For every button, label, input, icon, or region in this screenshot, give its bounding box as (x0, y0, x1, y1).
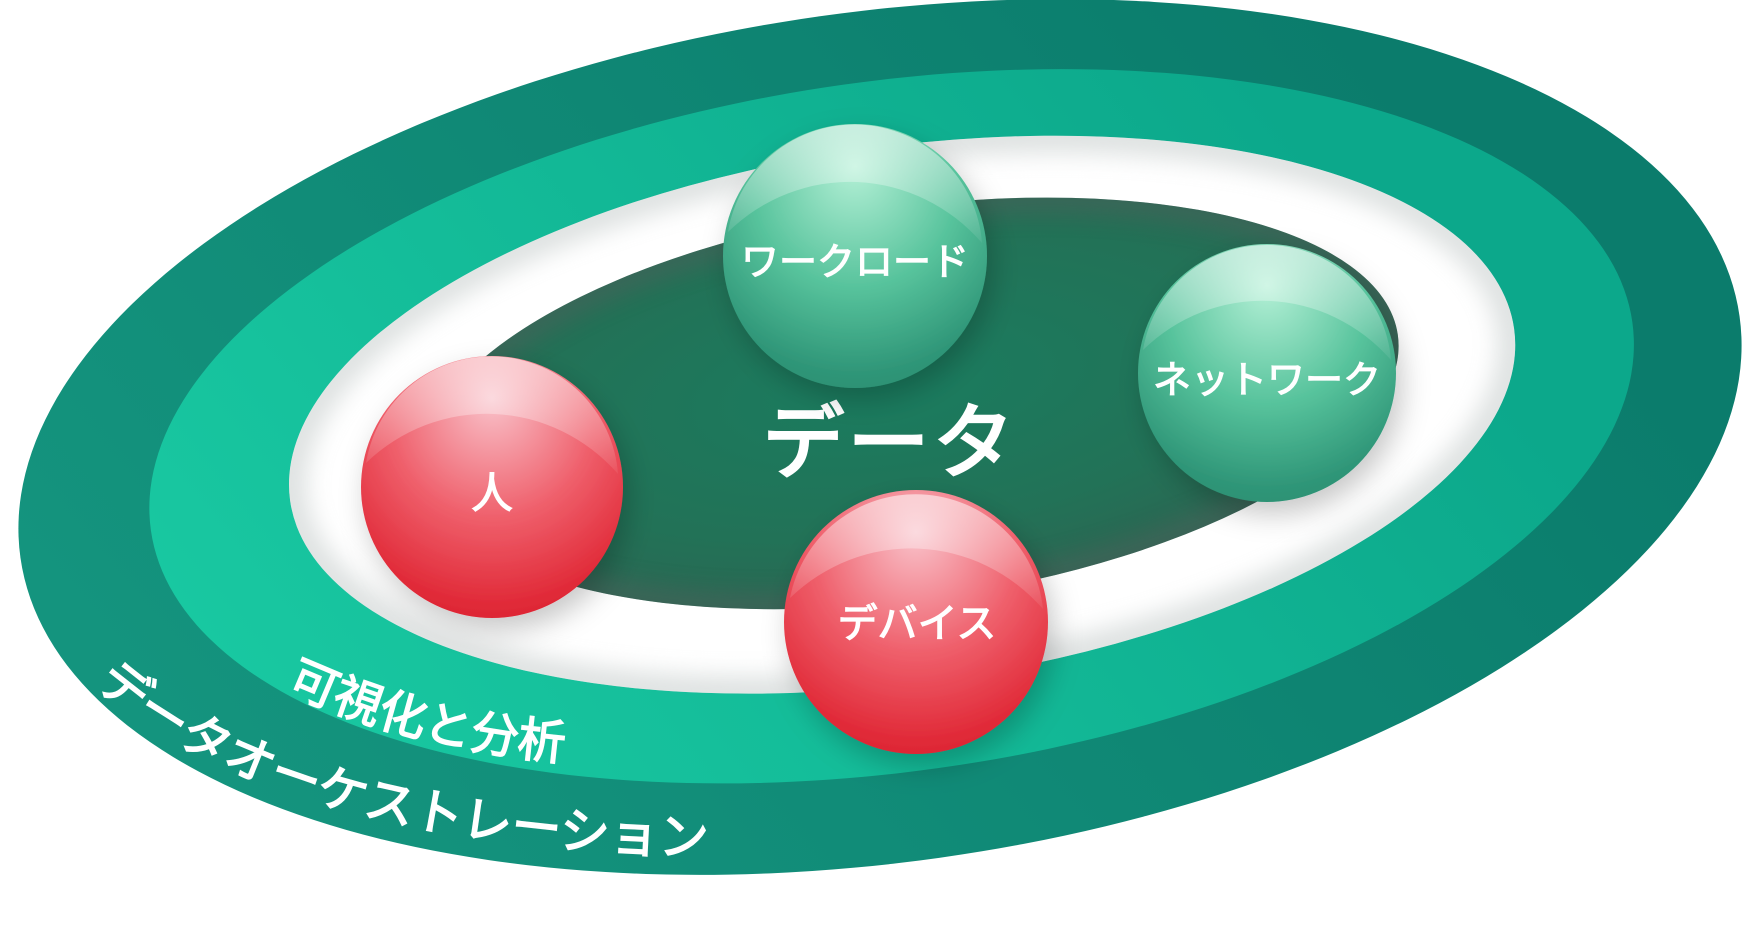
label-data-core: データ (762, 398, 1017, 489)
sphere-people (361, 356, 623, 618)
sphere-network-gloss (1143, 244, 1391, 360)
sphere-network (1138, 244, 1396, 502)
sphere-workload (723, 124, 987, 388)
sphere-device-gloss (790, 494, 1043, 609)
label-network: ネットワーク (1153, 360, 1381, 402)
sphere-device (784, 490, 1048, 754)
label-people: 人 (471, 470, 513, 517)
ring-data-core (422, 197, 1399, 610)
label-device: デバイス (838, 601, 997, 646)
sphere-people-gloss (366, 356, 618, 474)
label-workload: ワークロード (741, 242, 969, 284)
sphere-workload-gloss (728, 124, 982, 243)
